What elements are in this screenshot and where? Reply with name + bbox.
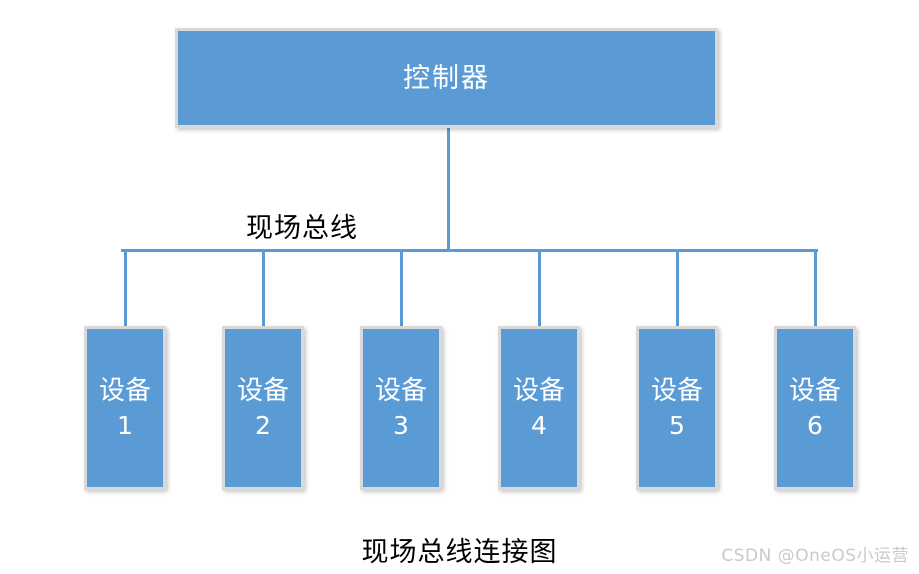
drop-line-device-4 [538, 249, 541, 329]
device-number-6: 6 [807, 410, 823, 440]
device-node-1[interactable]: 设备 1 [84, 326, 166, 490]
device-name-4: 设备 [512, 376, 565, 407]
drop-line-device-1 [124, 249, 127, 329]
drop-line-device-3 [400, 249, 403, 329]
controller-node[interactable]: 控制器 [175, 28, 718, 128]
controller-label: 控制器 [403, 62, 490, 94]
diagram-caption: 现场总线连接图 [361, 537, 558, 568]
device-node-4[interactable]: 设备 4 [498, 326, 580, 490]
device-number-5: 5 [669, 410, 685, 440]
device-number-1: 1 [117, 410, 133, 440]
device-node-3[interactable]: 设备 3 [360, 326, 442, 490]
device-number-4: 4 [531, 410, 547, 440]
controller-to-bus-connector [447, 128, 450, 252]
device-name-3: 设备 [374, 376, 427, 407]
device-node-5[interactable]: 设备 5 [636, 326, 718, 490]
drop-line-device-2 [262, 249, 265, 329]
device-name-1: 设备 [98, 376, 151, 407]
device-node-6[interactable]: 设备 6 [774, 326, 856, 490]
field-bus-label: 现场总线 [246, 213, 358, 244]
field-bus-line [121, 249, 818, 252]
device-name-6: 设备 [788, 376, 841, 407]
csdn-watermark: CSDN @OneOS小运营 [721, 546, 909, 566]
device-number-3: 3 [393, 410, 409, 440]
drop-line-device-5 [676, 249, 679, 329]
drop-line-device-6 [814, 249, 817, 329]
device-name-2: 设备 [236, 376, 289, 407]
device-name-5: 设备 [650, 376, 703, 407]
device-number-2: 2 [255, 410, 271, 440]
device-node-2[interactable]: 设备 2 [222, 326, 304, 490]
